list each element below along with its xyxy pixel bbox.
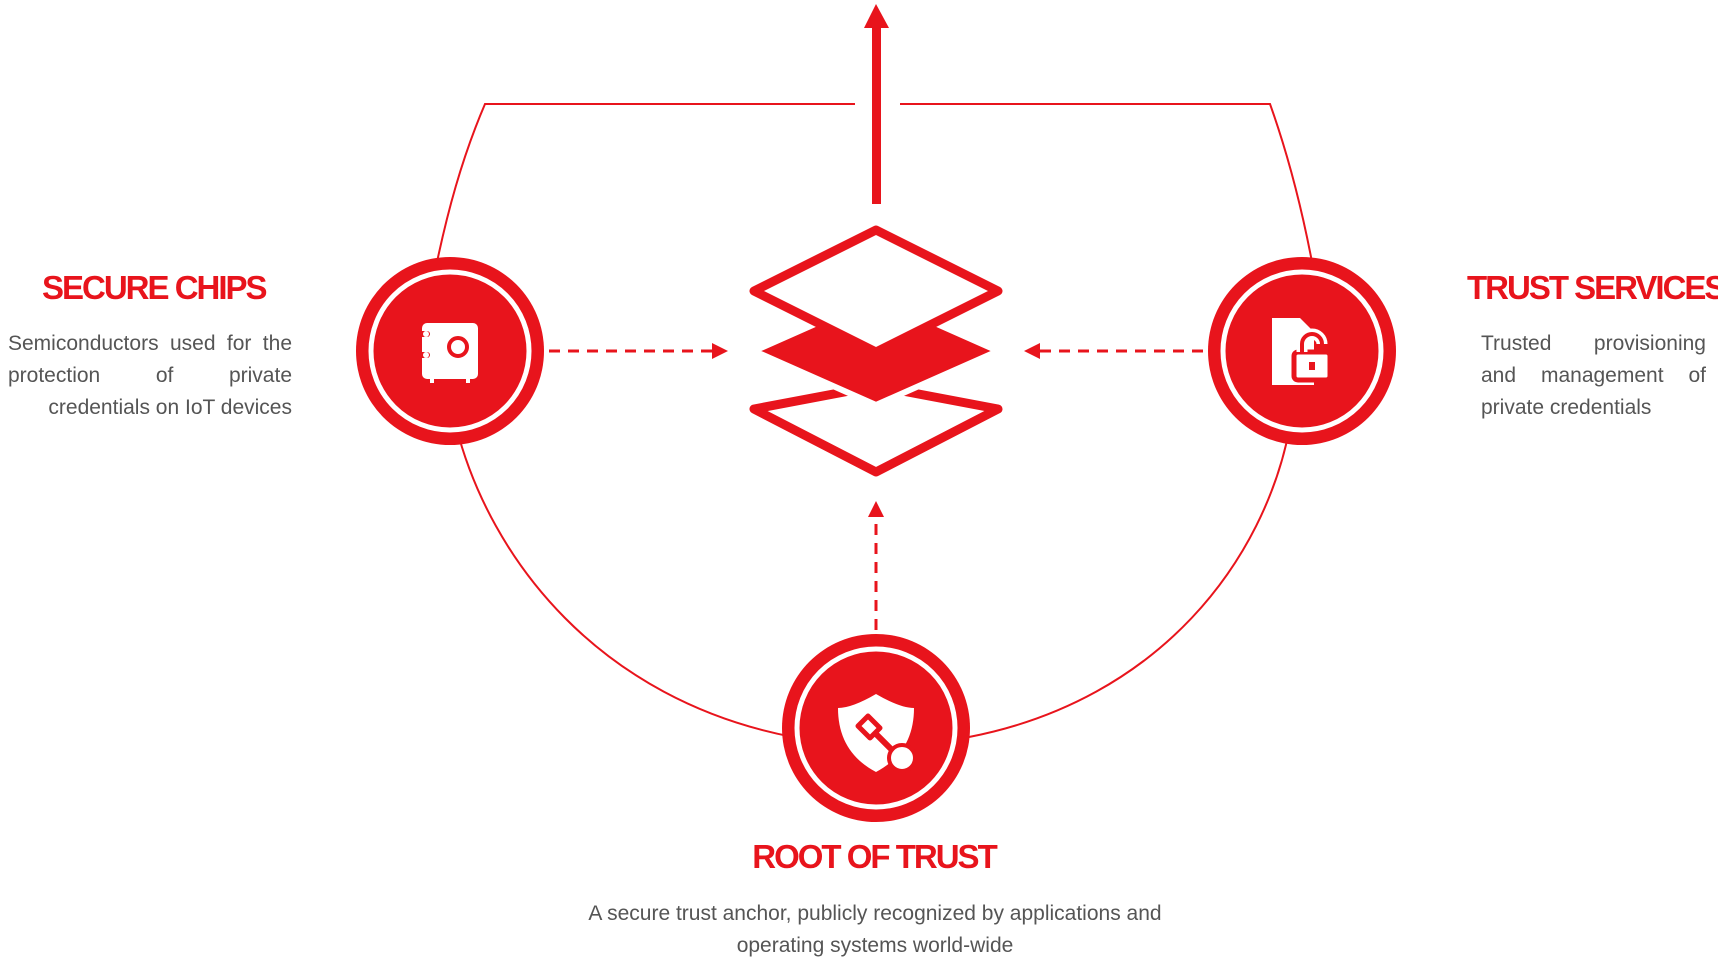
root-of-trust-title: ROOT OF TRUST (752, 838, 997, 875)
shield-key-icon (838, 694, 917, 773)
trust-services-title: TRUST SERVICES (1467, 269, 1718, 306)
root-of-trust-node (782, 634, 970, 822)
trust-services-node (1208, 257, 1396, 445)
outer-frame-line (436, 103, 1313, 738)
dashed-arrow-bottom (868, 501, 884, 630)
dashed-arrow-right (1024, 343, 1203, 359)
layers-icon (749, 225, 1003, 477)
secure-chips-node (356, 257, 544, 445)
upward-arrow (864, 4, 889, 204)
document-lock-icon (1272, 318, 1333, 385)
secure-chips-title: SECURE CHIPS (42, 269, 268, 306)
trust-services-description: Trusted provisioning and management of p… (1481, 332, 1706, 419)
dashed-arrow-left (549, 343, 728, 359)
secure-chips-description: Semiconductors used for the protection o… (8, 332, 292, 419)
root-of-trust-description: A secure trust anchor, publicly recogniz… (588, 902, 1162, 957)
safe-icon (418, 323, 478, 383)
